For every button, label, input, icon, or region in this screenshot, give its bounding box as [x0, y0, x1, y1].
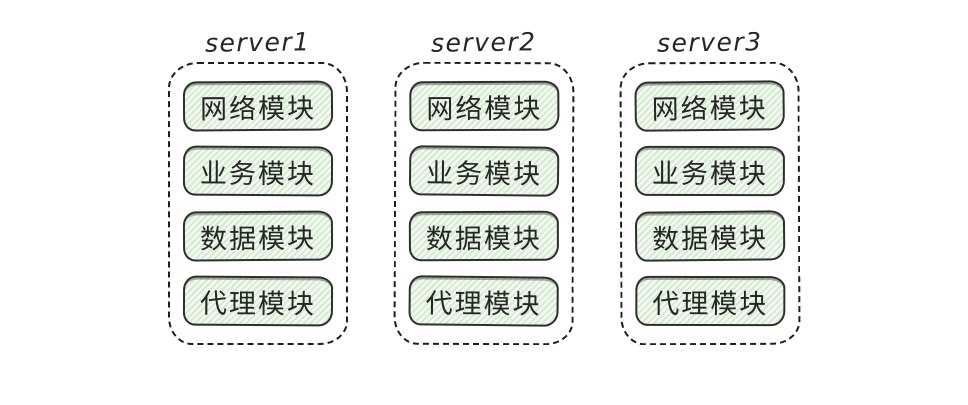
server-3: server3 网络模块 业务模块 数据模块 代理模块 [619, 27, 801, 346]
server-group: server1 网络模块 业务模块 数据模块 代理模块 server2 网络模块… [168, 27, 801, 346]
server-1-module-proxy: 代理模块 [182, 275, 334, 327]
server-3-module-network: 网络模块 [634, 80, 785, 132]
server-1-module-data: 数据模块 [182, 210, 334, 262]
server-3-module-data: 数据模块 [634, 210, 786, 262]
server-1: server1 网络模块 业务模块 数据模块 代理模块 [168, 27, 348, 345]
server-2-module-network: 网络模块 [409, 80, 560, 132]
server-2-box: 网络模块 业务模块 数据模块 代理模块 [393, 61, 575, 346]
server-1-module-network: 网络模块 [182, 80, 334, 132]
server-2-module-proxy: 代理模块 [408, 275, 559, 327]
server-3-module-proxy: 代理模块 [635, 275, 786, 327]
server-2-module-business: 业务模块 [408, 145, 560, 197]
server-3-label: server3 [657, 27, 763, 58]
server-1-module-business: 业务模块 [182, 145, 334, 197]
server-2-label: server2 [431, 27, 537, 58]
server-2: server2 网络模块 业务模块 数据模块 代理模块 [393, 27, 575, 346]
server-3-module-business: 业务模块 [634, 145, 785, 197]
server-1-label: server1 [205, 27, 311, 58]
server-2-module-data: 数据模块 [408, 210, 559, 262]
server-3-box: 网络模块 业务模块 数据模块 代理模块 [619, 61, 801, 346]
server-1-box: 网络模块 业务模块 数据模块 代理模块 [168, 62, 348, 345]
